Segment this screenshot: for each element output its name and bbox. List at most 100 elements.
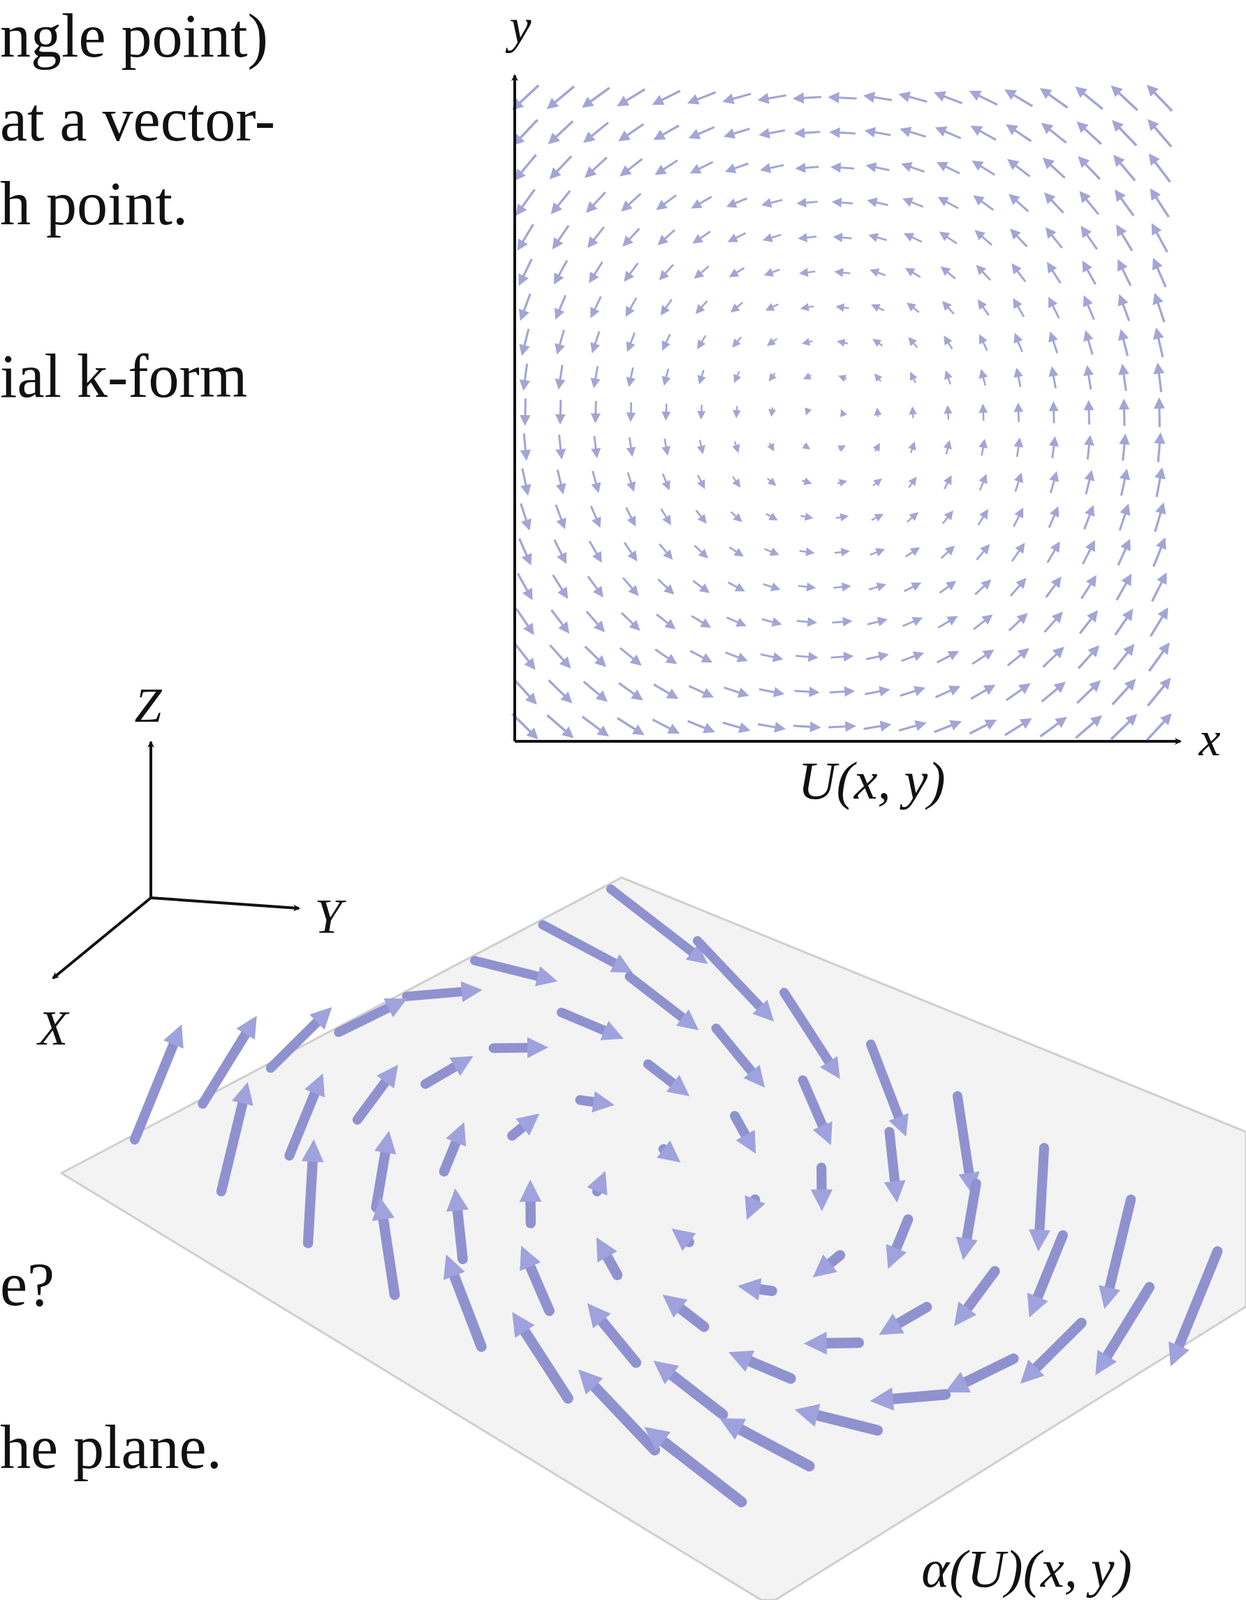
field-arrowhead — [1120, 538, 1131, 552]
field-arrowhead — [945, 580, 957, 591]
field-arrowhead — [983, 684, 996, 695]
axis-label: Y — [314, 891, 343, 941]
field-arrowhead — [838, 375, 847, 383]
field-arrowhead — [805, 547, 815, 556]
field-arrowhead — [1123, 643, 1135, 656]
spatial-arrow — [308, 1161, 313, 1244]
field-arrowhead — [699, 618, 712, 628]
field-arrowhead — [590, 342, 600, 354]
spatial-arrowhead — [443, 1253, 466, 1280]
field-arrowhead — [800, 303, 810, 312]
field-arrowhead — [662, 375, 672, 386]
field-arrowhead — [727, 233, 739, 242]
field-arrowhead — [1049, 435, 1059, 447]
field-arrowhead — [979, 473, 988, 485]
field-arrowhead — [975, 264, 987, 276]
axis-label: x — [1198, 714, 1221, 764]
field-arrowhead — [768, 512, 778, 521]
field-arrowhead — [697, 339, 706, 350]
field-arrowhead — [559, 655, 572, 668]
field-arrowhead — [1146, 84, 1159, 97]
field-arrowhead — [874, 407, 883, 416]
spatial-arrow — [830, 1254, 841, 1263]
field-arrowhead — [1153, 432, 1165, 445]
field-arrowhead — [866, 197, 878, 208]
spatial-arrow — [406, 991, 462, 996]
field-arrowhead — [665, 653, 678, 665]
field-arrowhead — [518, 343, 530, 356]
field-arrowhead — [523, 622, 535, 635]
spatial-arrow — [580, 1099, 594, 1102]
field-arrowhead — [875, 582, 887, 592]
field-arrowhead — [1150, 187, 1161, 201]
spatial-arrow — [383, 1218, 395, 1295]
field-arrowhead — [944, 370, 953, 380]
field-arrowhead — [907, 337, 918, 347]
spatial-arrow — [357, 1081, 386, 1120]
field-arrowhead — [737, 687, 750, 698]
field-arrowhead — [869, 268, 880, 277]
field-arrowhead — [1080, 225, 1091, 239]
spatial-arrowhead — [644, 1426, 672, 1451]
field-arrowhead — [1048, 331, 1059, 343]
field-arrowhead — [1083, 295, 1094, 308]
spatial-arrowhead — [869, 1387, 894, 1411]
field-arrowhead — [654, 164, 667, 176]
field-arrowhead — [657, 234, 669, 246]
field-arrowhead — [697, 410, 706, 420]
field-arrowhead — [864, 127, 876, 138]
field-arrowhead — [878, 685, 890, 697]
field-arrowhead — [1117, 259, 1128, 272]
field-arrowhead — [978, 403, 988, 413]
field-arrowhead — [866, 162, 878, 172]
field-arrowhead — [664, 618, 676, 630]
field-arrowhead — [1083, 399, 1095, 410]
field-arrowhead — [1084, 470, 1096, 482]
spatial-arrowhead — [671, 1227, 697, 1251]
spatial-arrowhead — [309, 1007, 332, 1030]
field-arrowhead — [661, 411, 671, 421]
spatial-arrowhead — [1095, 1349, 1117, 1375]
spatial-arrow — [817, 1415, 878, 1430]
field-arrowhead — [560, 691, 573, 704]
field-arrowhead — [910, 371, 918, 381]
spatial-arrow — [1039, 1147, 1045, 1230]
spatial-arrowhead — [515, 1113, 540, 1136]
field-arrowhead — [660, 305, 670, 316]
field-arrowhead — [653, 129, 666, 140]
spatial-arrowhead — [534, 965, 558, 986]
spatial-arrowhead — [600, 1020, 624, 1040]
field-arrowhead — [804, 407, 812, 415]
field-arrowhead — [948, 685, 961, 695]
spatial-arrow — [967, 1270, 995, 1308]
field-arrowhead — [1049, 400, 1059, 411]
spatial-arrowhead — [527, 1036, 549, 1058]
field-arrowhead — [1088, 680, 1101, 693]
field-arrowhead — [1014, 542, 1025, 554]
spatial-arrowhead — [752, 999, 774, 1022]
field-arrowhead — [771, 617, 782, 627]
field-arrowhead — [971, 160, 984, 172]
spatial-arrow — [697, 940, 760, 1006]
field-arrowhead — [803, 477, 812, 486]
field-arrowhead — [1044, 192, 1057, 204]
field-arrowhead — [1120, 573, 1132, 586]
spatial-arrow — [1109, 1199, 1131, 1288]
field-arrowhead — [1116, 224, 1127, 237]
field-arrowhead — [1082, 260, 1093, 273]
field-arrowhead — [808, 686, 820, 698]
field-arrowhead — [1014, 472, 1024, 483]
field-arrowhead — [1039, 88, 1053, 100]
spatial-arrow — [594, 1385, 655, 1450]
field-arrowhead — [908, 406, 918, 415]
field-arrowhead — [903, 233, 915, 242]
spatial-arrow — [629, 976, 683, 1018]
field-arrowhead — [590, 447, 601, 459]
spatial-arrow — [750, 1360, 791, 1379]
spatial-arrowhead — [449, 1055, 474, 1076]
spatial-arrow — [896, 1218, 908, 1248]
field-arrowhead — [626, 376, 636, 387]
field-arrowhead — [592, 585, 604, 598]
field-arrowhead — [1118, 294, 1129, 307]
spatial-arrowhead — [519, 1245, 541, 1271]
